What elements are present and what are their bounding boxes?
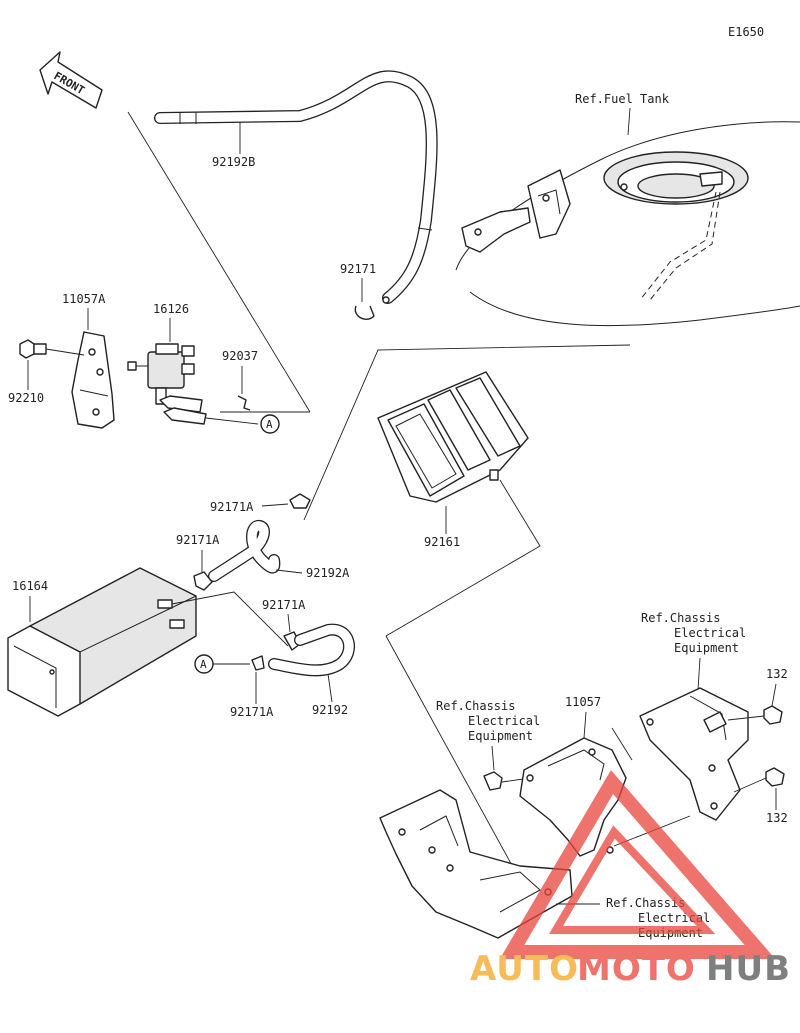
part-label-132-lower: 132 — [766, 811, 788, 825]
svg-text:HUB: HUB — [706, 949, 791, 989]
callout-a-top: A — [260, 414, 280, 434]
bolt-92210 — [19, 339, 85, 359]
part-label-16164: 16164 — [12, 579, 48, 593]
ref-chassis-1-line2: Electrical — [674, 626, 746, 640]
svg-text:A: A — [200, 658, 207, 671]
part-label-11057: 11057 — [565, 695, 601, 709]
diagram-code: E1650 — [728, 25, 764, 39]
ref-fuel-tank: Ref.Fuel Tank — [575, 92, 670, 106]
part-label-92192: 92192 — [312, 703, 348, 717]
part-label-92171a-upper: 92171A — [210, 500, 254, 514]
part-label-92210: 92210 — [8, 391, 44, 405]
part-label-92037: 92037 — [222, 349, 258, 363]
part-label-92171: 92171 — [340, 262, 376, 276]
hose-92192a — [208, 520, 281, 582]
ref-chassis-1-line1: Ref.Chassis — [641, 611, 720, 625]
bolt-132-lower — [733, 767, 785, 793]
ref-chassis-1-line3: Equipment — [674, 641, 739, 655]
svg-text:AUTO: AUTO — [470, 949, 579, 989]
fuel-tank — [455, 121, 800, 327]
part-label-92161: 92161 — [424, 535, 460, 549]
clamp-92171a-left — [193, 571, 213, 591]
ref-chassis-2-line2: Electrical — [468, 714, 540, 728]
watermark-logo: AUTO MOTO HUB — [470, 770, 791, 989]
cover-92161 — [377, 371, 529, 503]
callout-a-bottom: A — [194, 654, 214, 674]
ref-chassis-2-line1: Ref.Chassis — [436, 699, 515, 713]
front-arrow-icon: FRONT — [39, 51, 103, 109]
bolt-132-upper — [727, 705, 783, 725]
bracket-11057 — [519, 737, 691, 857]
clamp-92171 — [354, 305, 375, 320]
part-label-92171a-mid: 92171A — [262, 598, 306, 612]
bolt-flange-left — [483, 771, 531, 791]
bracket-11057a — [71, 331, 115, 429]
part-label-16126: 16126 — [153, 302, 189, 316]
clamp-92171a-upper — [289, 493, 311, 509]
part-label-132-upper: 132 — [766, 667, 788, 681]
svg-text:MOTO: MOTO — [577, 949, 696, 989]
canister-16164 — [7, 567, 197, 717]
ref-chassis-3-line1: Ref.Chassis — [606, 896, 685, 910]
part-label-92192b: 92192B — [212, 155, 255, 169]
part-label-92192a: 92192A — [306, 566, 350, 580]
hose-92192 — [268, 623, 355, 677]
ref-chassis-2-line3: Equipment — [468, 729, 533, 743]
clip-92037 — [237, 395, 251, 411]
part-label-92171a-left: 92171A — [176, 533, 220, 547]
part-label-92171a-lower: 92171A — [230, 705, 274, 719]
part-label-11057a: 11057A — [62, 292, 106, 306]
chassis-bracket-upper — [639, 687, 749, 821]
valve-16126 — [127, 343, 195, 405]
svg-text:A: A — [266, 418, 273, 431]
clamp-92171a-lower — [251, 655, 265, 671]
hose-92192b — [154, 70, 438, 304]
